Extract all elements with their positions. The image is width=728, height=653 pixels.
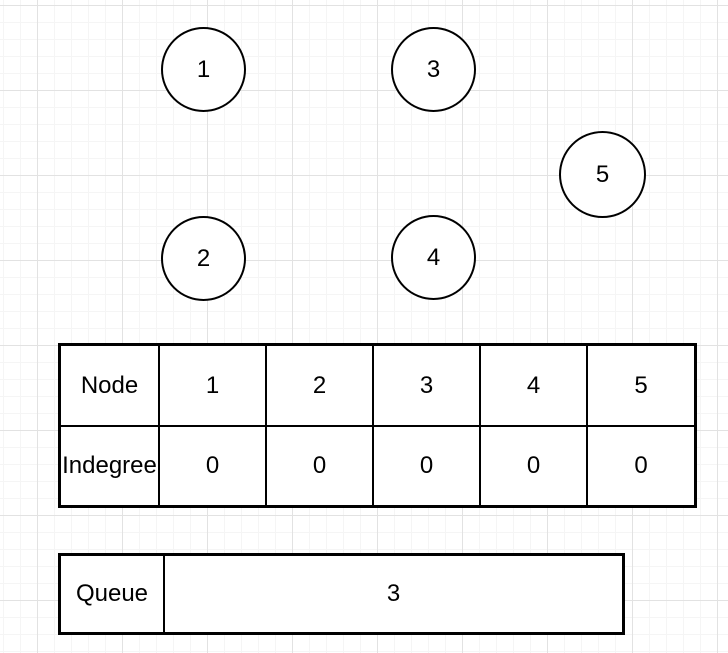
queue-contents[interactable]: 3 xyxy=(165,556,622,632)
graph-node-3-label: 3 xyxy=(426,55,441,83)
indegree-table[interactable]: Node 1 2 3 4 5 Indegree 0 0 0 0 0 xyxy=(58,343,697,508)
graph-node-5-label: 5 xyxy=(595,160,610,188)
indegree-table-node-row-label[interactable]: Node xyxy=(61,346,160,427)
indegree-table-indegree-row-label[interactable]: Indegree xyxy=(61,427,160,505)
graph-node-1[interactable]: 1 xyxy=(161,27,246,112)
indegree-table-indegree-cell-2[interactable]: 0 xyxy=(267,427,374,505)
indegree-table-indegree-cell-4[interactable]: 0 xyxy=(481,427,588,505)
indegree-table-node-cell-4[interactable]: 4 xyxy=(481,346,588,427)
graph-node-4-label: 4 xyxy=(426,243,441,271)
graph-node-5[interactable]: 5 xyxy=(559,131,646,218)
indegree-table-node-cell-2[interactable]: 2 xyxy=(267,346,374,427)
graph-node-2[interactable]: 2 xyxy=(161,216,246,301)
graph-node-4[interactable]: 4 xyxy=(391,215,476,300)
indegree-table-indegree-cell-5[interactable]: 0 xyxy=(588,427,694,505)
graph-node-3[interactable]: 3 xyxy=(391,27,476,112)
indegree-table-node-cell-1[interactable]: 1 xyxy=(160,346,267,427)
queue-label[interactable]: Queue xyxy=(61,556,165,632)
indegree-table-node-cell-5[interactable]: 5 xyxy=(588,346,694,427)
indegree-table-indegree-cell-3[interactable]: 0 xyxy=(374,427,481,505)
graph-node-1-label: 1 xyxy=(196,55,211,83)
queue-box[interactable]: Queue 3 xyxy=(58,553,625,635)
indegree-table-node-cell-3[interactable]: 3 xyxy=(374,346,481,427)
graph-node-2-label: 2 xyxy=(196,244,211,272)
indegree-table-indegree-cell-1[interactable]: 0 xyxy=(160,427,267,505)
